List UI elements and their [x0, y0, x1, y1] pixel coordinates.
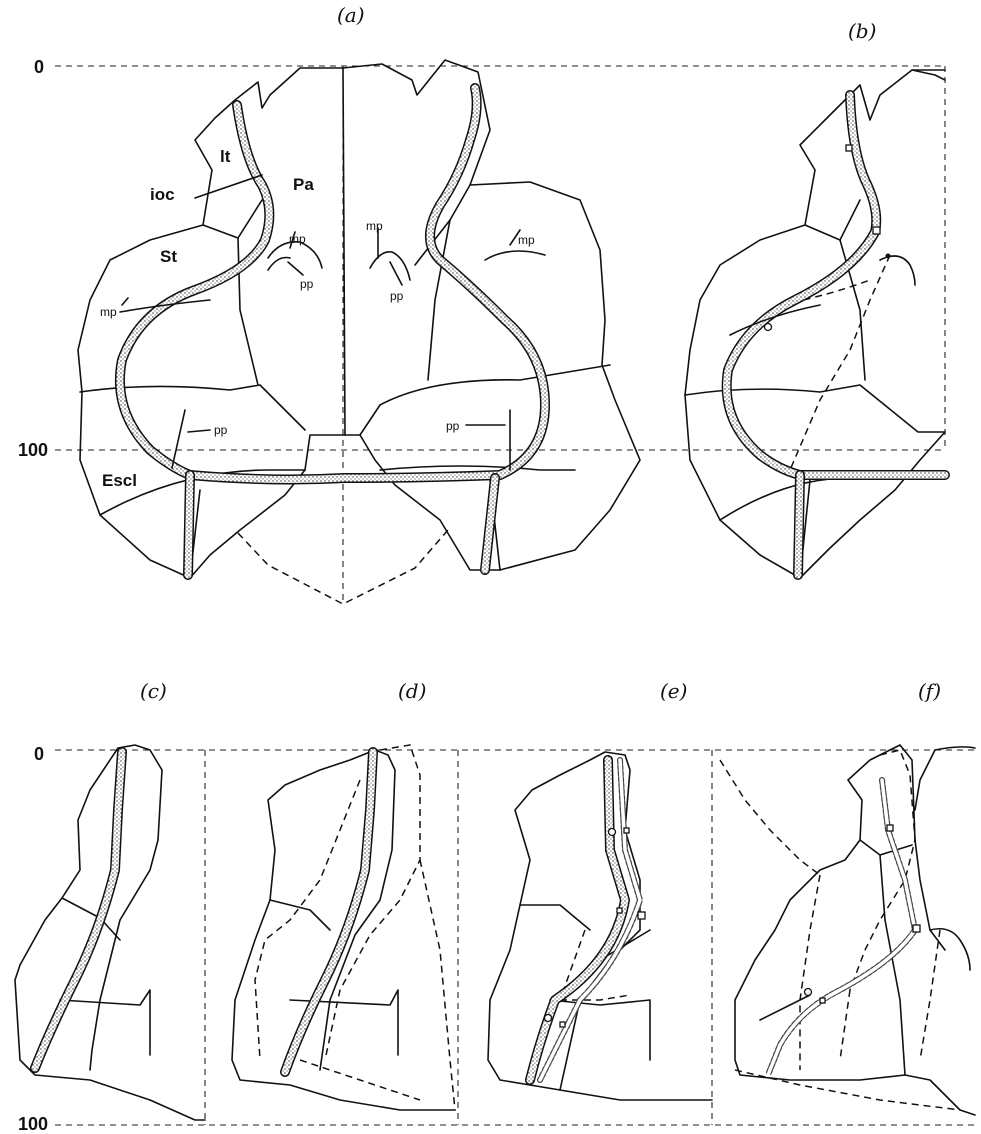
label-mp-3: mp — [518, 233, 535, 247]
panel-label-f: (f) — [918, 679, 941, 703]
axis-hundred-bottom: 100 — [18, 1114, 48, 1134]
label-st: St — [160, 247, 177, 266]
panel-c-outlines — [15, 745, 205, 1120]
label-mp-2: mp — [366, 219, 383, 233]
panel-f-marker-2 — [913, 925, 920, 932]
label-ioc: ioc — [150, 185, 175, 204]
panel-e-marker-6 — [560, 1022, 565, 1027]
panel-e-marker-4 — [617, 908, 622, 913]
panel-b-marker-3 — [886, 254, 891, 259]
panel-e-outlines — [488, 752, 712, 1100]
label-pp-4: pp — [446, 419, 460, 433]
panel-b-sensory-canal — [727, 95, 945, 575]
axis-zero-top: 0 — [34, 57, 44, 77]
panel-f-marker-4 — [820, 998, 825, 1003]
label-escl: Escl — [102, 471, 137, 490]
panel-label-e: (e) — [660, 679, 687, 703]
panel-e-marker-5 — [545, 1015, 552, 1022]
panel-e-marker-3 — [638, 912, 645, 919]
label-lt: lt — [220, 147, 231, 166]
label-pp-3: pp — [214, 423, 228, 437]
label-pp-1: pp — [300, 277, 314, 291]
panel-d-dashed — [255, 745, 455, 1110]
panel-f-marker-1 — [887, 825, 893, 831]
axis-zero-bottom: 0 — [34, 744, 44, 764]
label-pp-2: pp — [390, 289, 404, 303]
panel-d-sensory-canal — [285, 752, 373, 1072]
panel-c-sensory-canal — [35, 752, 122, 1068]
panel-b-marker-4 — [765, 324, 772, 331]
axis-hundred-top: 100 — [18, 440, 48, 460]
panel-b-dashed-line — [790, 255, 890, 470]
panel-a-sensory-canals — [120, 88, 545, 575]
panel-label-d: (d) — [398, 679, 426, 703]
panel-f-sensory-canal — [768, 780, 915, 1075]
panel-e-marker-1 — [609, 829, 616, 836]
panel-b-marker-2 — [873, 227, 880, 234]
panel-f-pit-curve — [930, 929, 970, 970]
label-pa: Pa — [293, 175, 314, 194]
panel-label-b: (b) — [848, 19, 876, 43]
label-mp-1: mp — [289, 232, 306, 246]
panel-f-dashed — [720, 750, 960, 1110]
label-mp-4: mp — [100, 305, 117, 319]
panel-label-c: (c) — [140, 679, 167, 703]
panel-b-marker-1 — [846, 145, 852, 151]
panel-a-outlines — [78, 60, 640, 578]
reference-lines-bottom — [55, 750, 975, 1125]
panel-e-marker-2 — [624, 828, 629, 833]
panel-b-outlines — [685, 70, 945, 578]
panel-f-marker-3 — [805, 989, 812, 996]
panel-label-a: (a) — [337, 3, 365, 27]
panel-e-sensory-canal — [530, 760, 640, 1080]
